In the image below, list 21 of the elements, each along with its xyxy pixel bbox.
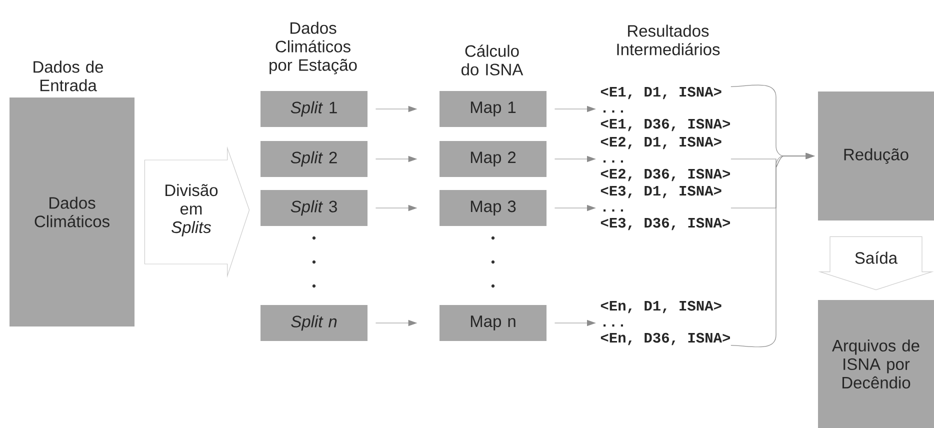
map-box: Map n [440, 305, 546, 341]
result-list: <E3, D1, ISNA> ... <E3, D36, ISNA> [600, 186, 730, 230]
map-box: Map 2 [440, 141, 546, 177]
result-list: <E2, D1, ISNA> ... <E2, D36, ISNA> [600, 136, 730, 182]
map-box: Map 1 [440, 91, 546, 127]
node-label: Dados de Entrada [34, 60, 104, 92]
split-box: Split 1 [260, 91, 368, 127]
column-heading: Dados Climáticos por Estação [270, 22, 357, 74]
result-list: <En, D1, ISNA> ... <En, D36, ISNA> [600, 300, 730, 346]
edge-label: Saída [853, 250, 899, 265]
column-heading: Resultados Intermediários [617, 24, 720, 56]
result-list: <E1, D1, ISNA> ... <E1, D36, ISNA> [600, 86, 730, 132]
process-box: Redução [818, 92, 934, 220]
split-box: Split n [260, 305, 368, 341]
column-heading: Cálculo do ISNA [462, 44, 524, 76]
split-box: Split 2 [260, 141, 368, 177]
split-box: Split 3 [260, 190, 368, 226]
map-box: Map 3 [440, 190, 546, 226]
process-box: Arquivos de ISNA por Decêndio [818, 300, 934, 428]
edge-label: Divisão em Splits [159, 183, 224, 238]
data-box: Dados de Entrada Dados Climáticos [10, 60, 135, 326]
